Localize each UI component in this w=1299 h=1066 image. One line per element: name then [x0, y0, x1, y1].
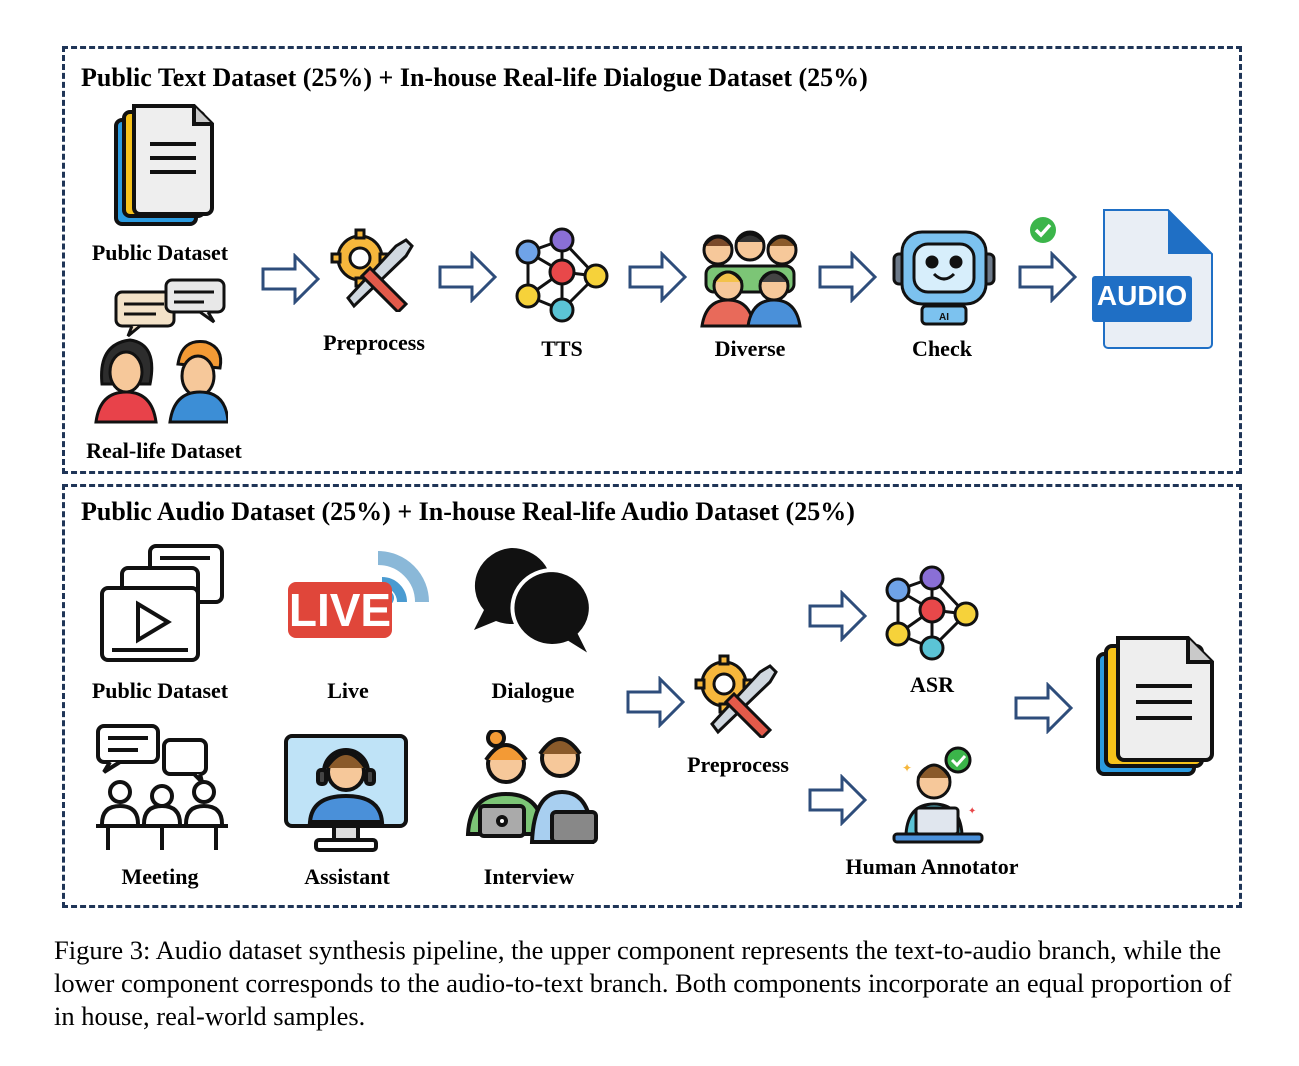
source-public-dataset-label: Public Dataset [91, 678, 229, 703]
source-assistant-label: Assistant [304, 864, 390, 889]
assistant-monitor-icon [284, 734, 408, 852]
live-badge-text: LIVE [288, 584, 392, 636]
document-stack-icon [1096, 636, 1214, 776]
bottom-preprocess-label: Preprocess [687, 752, 789, 777]
check-circle-icon [1030, 217, 1056, 243]
audio-to-text-panel: Public Audio Dataset (25%) + In-house Re… [62, 484, 1242, 908]
figure-caption: Figure 3: Audio dataset synthesis pipeli… [54, 935, 1232, 1031]
asr-label: ASR [909, 672, 955, 697]
arrow-right-icon [261, 253, 321, 305]
arrow-right-icon [808, 774, 868, 826]
diverse-people-icon [700, 230, 802, 328]
chat-bubbles-icon [474, 548, 596, 662]
step-tts-label: TTS [541, 336, 583, 361]
source-dialogue-label: Dialogue [491, 678, 575, 703]
arrow-right-icon [438, 251, 498, 303]
human-annotator-icon: ✦ ✦ [892, 746, 984, 844]
svg-text:✦: ✦ [902, 761, 912, 775]
arrow-right-icon [1014, 682, 1074, 734]
ai-robot-icon: AI [892, 230, 996, 326]
svg-text:✦: ✦ [968, 806, 976, 817]
tools-icon [694, 654, 778, 738]
arrow-right-icon [818, 251, 878, 303]
text-to-audio-panel: Public Text Dataset (25%) + In-house Rea… [62, 46, 1242, 474]
source-meeting-label: Meeting [121, 864, 199, 889]
live-broadcast-icon [288, 551, 429, 638]
meeting-icon [96, 724, 228, 850]
neural-network-icon [515, 227, 609, 323]
people-chat-icon [94, 278, 228, 424]
step-preprocess-label: Preprocess [323, 330, 425, 355]
top-panel-title: Public Text Dataset (25%) + In-house Rea… [81, 63, 868, 92]
arrow-right-icon [628, 251, 688, 303]
interview-icon [465, 730, 598, 844]
tools-icon [330, 228, 414, 312]
bottom-panel-title: Public Audio Dataset (25%) + In-house Re… [81, 497, 855, 526]
step-diverse-label: Diverse [714, 336, 786, 361]
step-check-label: Check [912, 336, 972, 361]
arrow-right-icon [808, 590, 868, 642]
neural-network-icon [885, 565, 979, 661]
svg-text:AI: AI [939, 312, 949, 323]
audio-file-icon [1092, 209, 1213, 349]
source-interview-label: Interview [483, 864, 575, 889]
human-annotator-label: Human Annotator [845, 854, 1019, 879]
arrow-right-icon [626, 676, 686, 728]
audio-file-text: AUDIO [1096, 280, 1188, 311]
source-live-label: Live [327, 678, 369, 703]
arrow-right-icon [1018, 251, 1078, 303]
reallife-dataset-label: Real-life Dataset [86, 438, 242, 463]
media-files-icon [100, 544, 224, 662]
public-dataset-label: Public Dataset [91, 240, 229, 265]
document-stack-icon [114, 104, 214, 226]
